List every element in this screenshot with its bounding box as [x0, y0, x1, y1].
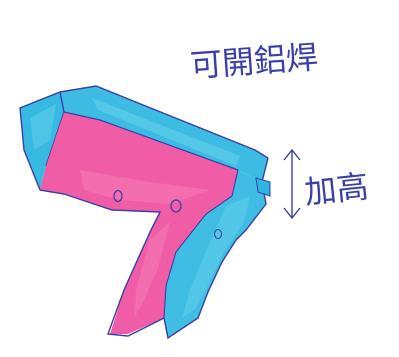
right-side-wall-inner-edge [163, 169, 239, 319]
hole-wall-icon [213, 228, 223, 240]
right-side-wall [163, 157, 271, 340]
hole-left-icon [113, 189, 123, 203]
floor-holes [113, 189, 223, 240]
hole-right-icon [170, 199, 182, 213]
right-side-wall-highlight [182, 196, 250, 318]
arrow-down-icon [283, 207, 301, 220]
height-dimension-arrow [283, 148, 301, 220]
left-end-wall [19, 91, 65, 191]
back-wall [59, 85, 269, 182]
arrow-up-icon [283, 148, 301, 161]
trough-stem-highlight [134, 222, 170, 318]
trough-inner-edge [63, 111, 239, 171]
trough-floor-highlight [80, 170, 210, 204]
trough-floor-outline [39, 189, 165, 337]
back-wall-highlight [92, 98, 240, 166]
trough-floor-fill [40, 112, 238, 334]
top-annotation: 可開鋁焊 [189, 38, 319, 85]
trough-floor [39, 111, 239, 337]
wall-tab [255, 177, 271, 197]
side-annotation: 加高 [303, 167, 371, 211]
left-end-wall-highlight [30, 104, 56, 150]
back-wall-outline [59, 85, 269, 159]
